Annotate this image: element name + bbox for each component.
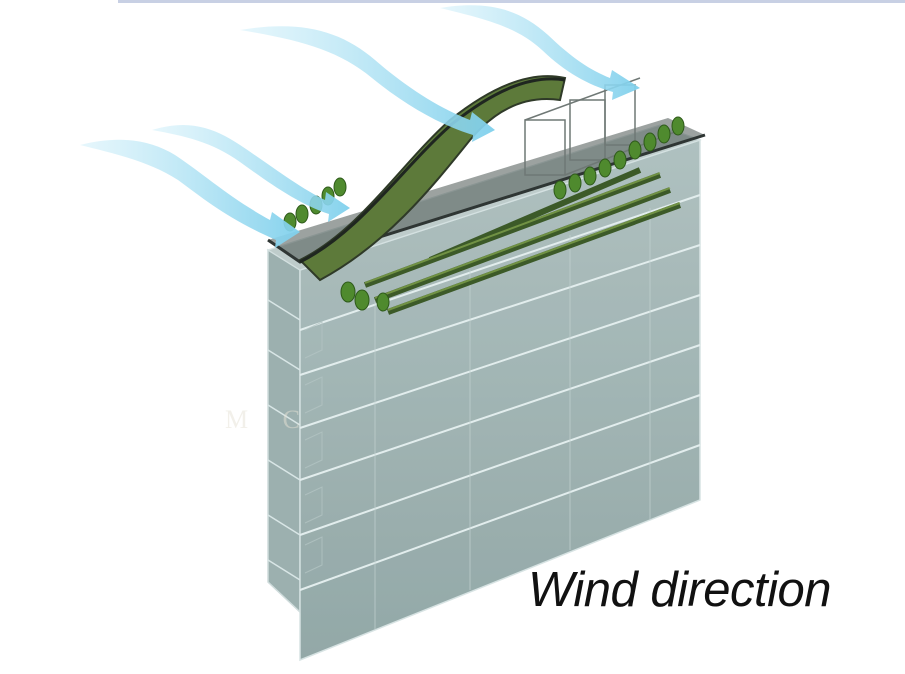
tree-icon xyxy=(340,281,356,303)
tree-icon xyxy=(354,289,370,311)
wind-arrows xyxy=(80,5,640,248)
wind-arrow-icon xyxy=(240,26,495,142)
watermark: M C xyxy=(225,405,314,434)
tree-icon xyxy=(598,158,612,178)
roof-planter-highlights xyxy=(364,172,681,311)
tree-icon xyxy=(628,140,642,160)
floor-lines-left xyxy=(267,299,301,581)
tree-icon xyxy=(657,124,671,144)
interior-structure xyxy=(374,208,651,630)
wind-arrow-icon xyxy=(440,5,640,100)
wind-arrow-icon xyxy=(80,139,300,248)
tree-icon xyxy=(376,292,390,312)
tree-icon xyxy=(583,166,597,186)
top-divider-line xyxy=(118,0,905,3)
tree-icon xyxy=(671,116,685,136)
green-ramp xyxy=(298,75,567,282)
tree-icon xyxy=(295,204,309,224)
green-roof xyxy=(298,75,682,315)
green-ramp-rail xyxy=(299,77,566,264)
tree-icon xyxy=(613,150,627,170)
tree-icon xyxy=(553,180,567,200)
stair-core xyxy=(304,321,323,574)
wind-arrow-icon xyxy=(152,125,350,222)
tree-icon xyxy=(568,173,582,193)
tree-icon xyxy=(643,132,657,152)
wind-direction-caption: Wind direction xyxy=(528,563,832,617)
tree-icons xyxy=(283,116,685,312)
tree-icon xyxy=(333,177,347,197)
